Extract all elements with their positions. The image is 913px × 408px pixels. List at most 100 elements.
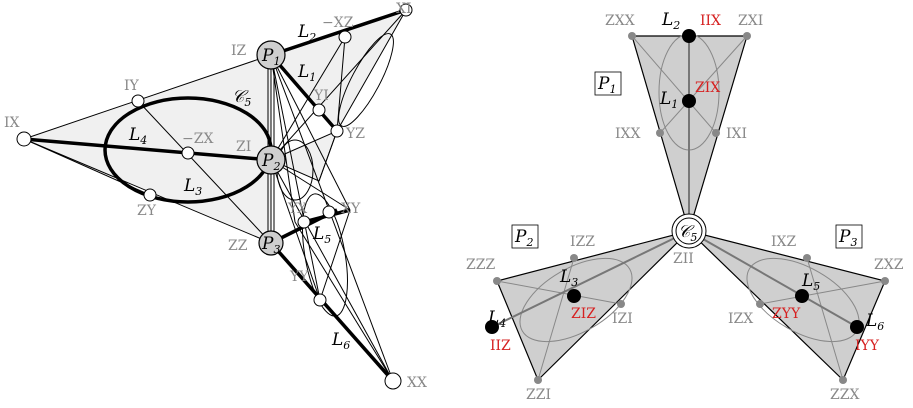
label-ZI: ZI	[236, 139, 251, 155]
label-ZZZ: ZZZ	[466, 257, 495, 273]
point-ZXI	[743, 32, 751, 40]
thick-line-L2	[270, 8, 407, 57]
point-ZZZ	[493, 277, 501, 285]
label-ZIZ: ZIZ	[571, 306, 596, 322]
point-ZXX	[628, 32, 636, 40]
thin-line	[270, 54, 321, 301]
thick-line-L1	[269, 53, 339, 133]
label-IZZ: IZZ	[570, 234, 595, 250]
line-label-L2: L2	[297, 22, 316, 44]
point-IZZ	[570, 254, 578, 262]
line-label-L2-right: L2	[661, 10, 680, 32]
line-label-L4-right: L4	[487, 308, 506, 330]
label-YY: YY	[289, 269, 309, 285]
label-XI: XI	[396, 1, 412, 17]
point-XY	[322, 205, 336, 219]
point-YI	[312, 103, 326, 117]
inner-line	[759, 280, 886, 305]
plane-box-P3	[835, 224, 863, 249]
plane-P3	[258, 230, 284, 256]
plane-box-P2	[511, 224, 539, 249]
line-label-L6: L6	[331, 330, 350, 352]
label-minus-ZX: −ZX	[182, 131, 213, 147]
label-IY: IY	[124, 78, 140, 94]
label-minus-XZ: −XZ	[322, 15, 354, 31]
label-IYY: IYY	[855, 338, 880, 354]
inner-line	[631, 35, 717, 134]
label-XX: XX	[407, 375, 427, 391]
label-ZZ: ZZ	[228, 238, 248, 254]
point-L6-IYY	[850, 320, 864, 334]
thick-line-L4	[23, 137, 272, 162]
left-diagram: P1 P2 P3 XI −XZ IZ IY IX YI YZ −ZX ZI ZY…	[4, 1, 427, 391]
point-ZY	[143, 188, 157, 202]
point-IY	[131, 94, 145, 108]
thin-line	[270, 54, 394, 382]
median-P2	[491, 230, 690, 328]
line-label-L6-right: L6	[865, 311, 884, 333]
label-ZZX: ZZX	[830, 387, 859, 403]
label-IX: IX	[4, 115, 20, 131]
plane-P1	[256, 40, 286, 70]
point-IZX	[756, 300, 764, 308]
label-ZII: ZII	[673, 251, 694, 267]
inner-line	[806, 257, 844, 381]
label-ZXX: ZXX	[605, 13, 635, 29]
label-ZXI: ZXI	[738, 13, 763, 29]
point-ZZI	[534, 376, 542, 384]
point-IXI	[712, 129, 720, 137]
point-L1-ZIX	[682, 94, 696, 108]
thin-line	[318, 130, 338, 182]
label-ZY: ZY	[137, 203, 157, 219]
point-ZZX	[839, 376, 847, 384]
point-L5-ZYY	[795, 289, 809, 303]
point-YX	[297, 215, 311, 229]
right-plane-triangle-P2	[496, 229, 692, 382]
label-YX: YX	[287, 201, 307, 217]
plane-P2	[256, 145, 286, 175]
thin-line	[270, 54, 351, 211]
inner-line	[496, 280, 622, 305]
point-IX	[16, 131, 32, 147]
point-XZ	[338, 30, 352, 44]
label-IZ: IZ	[231, 43, 247, 59]
label-IIZ: IIZ	[490, 338, 511, 354]
label-ZZI: ZZI	[526, 387, 551, 403]
label-ZIX: ZIX	[695, 80, 720, 96]
point-XI	[399, 3, 413, 17]
thin-line	[319, 209, 351, 301]
right-conic-P2	[519, 257, 633, 343]
label-YZ: YZ	[345, 126, 365, 142]
label-ZYY: ZYY	[772, 306, 801, 322]
point-L3-ZIZ	[567, 289, 581, 303]
line-label-L5: L5	[312, 224, 331, 246]
thick-line-L6	[269, 241, 395, 383]
label-YI: YI	[313, 88, 329, 104]
point-L4-IIZ	[485, 320, 499, 334]
point-L2-IIX	[682, 29, 696, 43]
right-diagram: 𝒞5 P1 P2 P3 L2 L1 L3 L4 L5 L6 ZXX ZXI IX…	[466, 10, 904, 403]
thin-line	[294, 221, 394, 382]
label-IXZ: IXZ	[771, 234, 796, 250]
thin-ellipse	[338, 33, 394, 127]
label-IXX: IXX	[615, 126, 640, 142]
point-ZX	[181, 146, 195, 160]
median-P3	[688, 230, 858, 328]
inner-line	[537, 257, 575, 381]
point-YZ	[330, 124, 344, 138]
label-IXI: IXI	[726, 126, 747, 142]
label-IIX: IIX	[700, 13, 721, 29]
point-IZI	[617, 300, 625, 308]
point-YY	[313, 293, 327, 307]
thin-line	[137, 100, 272, 244]
point-IXZ	[803, 254, 811, 262]
point-IXX	[656, 129, 664, 137]
conic-point-inner	[675, 217, 703, 245]
right-plane-triangle-P3	[686, 229, 886, 382]
thin-line	[270, 159, 394, 382]
label-XY: XY	[341, 201, 361, 217]
thin-line	[270, 54, 296, 223]
label-IZI: IZI	[612, 311, 633, 327]
plane-box-P1	[594, 71, 622, 96]
